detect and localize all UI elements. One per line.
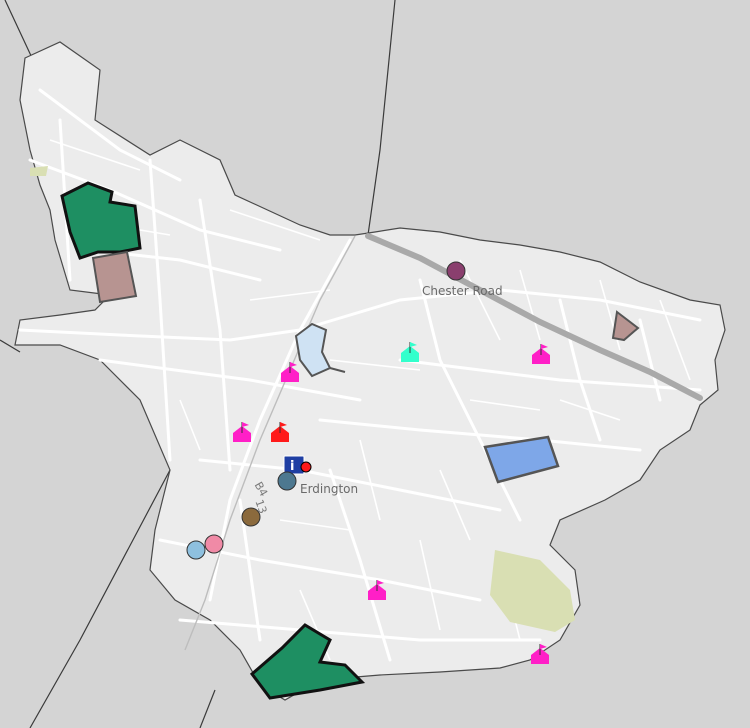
green-park-north[interactable]: [60, 181, 142, 260]
info-icon-glyph: i: [290, 459, 294, 474]
flag-icon[interactable]: [281, 362, 299, 382]
minor-streets: [49, 139, 691, 661]
station-icon[interactable]: [446, 261, 466, 281]
outer-boundaries: [0, 0, 396, 728]
main-road: [184, 235, 356, 651]
flag-icon[interactable]: [271, 422, 289, 442]
street-network: [18, 88, 702, 662]
brownfield-area-north[interactable]: [91, 250, 138, 304]
info-icon[interactable]: i: [283, 455, 305, 475]
green-park-south[interactable]: [249, 623, 366, 700]
blue-area[interactable]: [483, 435, 560, 484]
circle-marker-icon-lightblue[interactable]: [186, 540, 206, 560]
brownfield-area-east[interactable]: [611, 310, 640, 342]
erdington-label: Erdington: [300, 482, 358, 496]
road-label-b4: B4: [252, 480, 271, 499]
ward-area: [14, 41, 726, 701]
water-area-outline: [329, 367, 346, 373]
flag-icon[interactable]: [532, 344, 550, 364]
flag-icon[interactable]: [233, 422, 251, 442]
circle-marker-icon-slate[interactable]: [277, 471, 297, 491]
circle-marker-icon-pink[interactable]: [204, 534, 224, 554]
flag-icon[interactable]: [368, 580, 386, 600]
red-dot-icon[interactable]: [300, 461, 312, 473]
chester-road-label: Chester Road: [422, 284, 503, 298]
flag-markers: [233, 342, 550, 664]
open-space-small: [30, 166, 48, 176]
flag-icon[interactable]: [531, 644, 549, 664]
circle-marker-icon-brown[interactable]: [241, 507, 261, 527]
open-space-area: [490, 550, 575, 632]
flag-icon[interactable]: [401, 342, 419, 362]
water-area[interactable]: [294, 322, 332, 378]
railway-line: [365, 233, 703, 401]
